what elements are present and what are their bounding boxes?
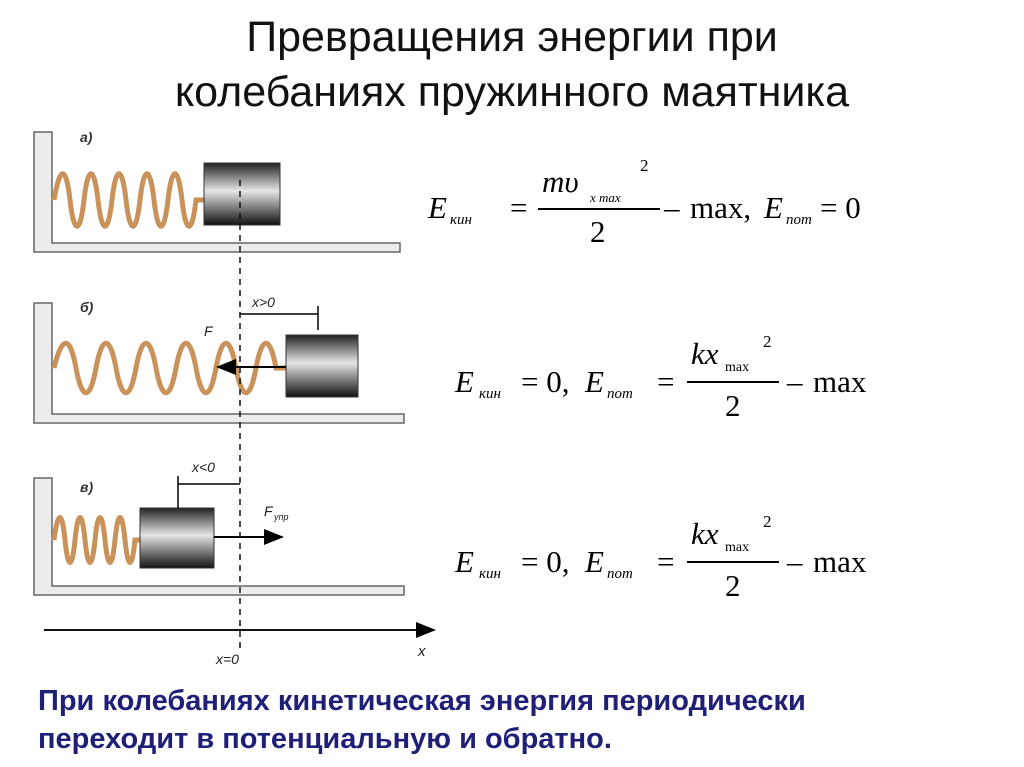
formula-1: E кин = mυ x max 2 2 – max, E пот = 0	[428, 150, 898, 260]
f1-lhs-sub: кин	[450, 212, 472, 228]
force-label-b: F	[204, 323, 214, 339]
f3-tail-dash: –	[787, 544, 803, 579]
panel-b: б) x>0 F	[33, 294, 405, 424]
spring-a	[51, 171, 204, 229]
caption-line-1: При колебаниях кинетическая энергия пери…	[38, 685, 806, 717]
f2-num: kx	[691, 336, 719, 371]
block-c	[139, 507, 215, 569]
block-b	[285, 334, 359, 398]
axis-label-x: x	[417, 643, 426, 660]
f3-tail-max: max	[813, 544, 867, 579]
f1-den: 2	[590, 214, 606, 249]
f2-e2: E	[585, 364, 604, 399]
panel-c: в) x<0 F упр	[33, 459, 405, 596]
spring-c	[51, 515, 140, 565]
f3-den: 2	[725, 568, 741, 603]
displacement-label-b: x>0	[251, 294, 275, 310]
f2-tail-dash: –	[787, 364, 803, 399]
f2-den: 2	[725, 388, 741, 423]
caption: При колебаниях кинетическая энергия пери…	[38, 682, 998, 758]
f3-fraction-bar	[687, 561, 779, 563]
wall-a	[33, 131, 401, 253]
f1-lhs: E	[428, 190, 447, 225]
caption-line-2: переходит в потенциальную и обратно.	[38, 723, 612, 755]
wall-b	[33, 302, 405, 424]
panel-a: а)	[33, 129, 401, 253]
f3-eq: =	[657, 544, 675, 579]
f1-tail-max: max,	[690, 190, 752, 225]
f1-e2-sub: пот	[786, 212, 812, 228]
f3-sup: 2	[763, 512, 772, 531]
origin-label: x=0	[215, 651, 239, 667]
f1-eq: =	[510, 190, 528, 225]
f2-sup: 2	[763, 332, 772, 351]
f3-lhs-sub: кин	[479, 566, 501, 582]
f1-e2: E	[764, 190, 783, 225]
f1-fraction-bar	[538, 208, 660, 210]
f2-fraction-bar	[687, 381, 779, 383]
block-a	[203, 162, 281, 226]
f3-num-sub: max	[725, 540, 750, 555]
f2-tail-max: max	[813, 364, 867, 399]
f1-sup: 2	[640, 156, 649, 175]
force-subscript-c: упр	[273, 512, 288, 522]
f3-e2: E	[585, 544, 604, 579]
formula-3: E кин = 0, E пот = kx max 2 2 – max	[455, 512, 895, 624]
f3-lhs-val: = 0,	[521, 544, 570, 579]
f3-e2-sub: пот	[607, 566, 633, 582]
force-label-c: F	[264, 503, 274, 519]
title-line-1: Превращения энергии при	[246, 13, 778, 61]
f1-num: mυ	[542, 164, 579, 199]
formula-2: E кин = 0, E пот = kx max 2 2 – max	[455, 332, 895, 444]
f2-lhs-val: = 0,	[521, 364, 570, 399]
f3-lhs: E	[455, 544, 474, 579]
f1-tail-dash: –	[664, 190, 680, 225]
title-line-2: колебаниях пружинного маятника	[174, 68, 850, 116]
f2-e2-sub: пот	[607, 386, 633, 402]
f2-num-sub: max	[725, 360, 750, 375]
f2-eq: =	[657, 364, 675, 399]
panel-label-b: б)	[80, 299, 94, 315]
f2-lhs: E	[455, 364, 474, 399]
panel-label-a: а)	[80, 129, 93, 145]
displacement-label-c: x<0	[191, 459, 215, 475]
panel-label-c: в)	[80, 479, 93, 495]
wall-c	[33, 477, 405, 596]
f1-e2-val: = 0	[820, 190, 861, 225]
f1-num-sub: x max	[590, 190, 621, 205]
f2-lhs-sub: кин	[479, 386, 501, 402]
slide-title: Превращения энергии при колебаниях пружи…	[0, 10, 1024, 120]
f3-num: kx	[691, 516, 719, 551]
